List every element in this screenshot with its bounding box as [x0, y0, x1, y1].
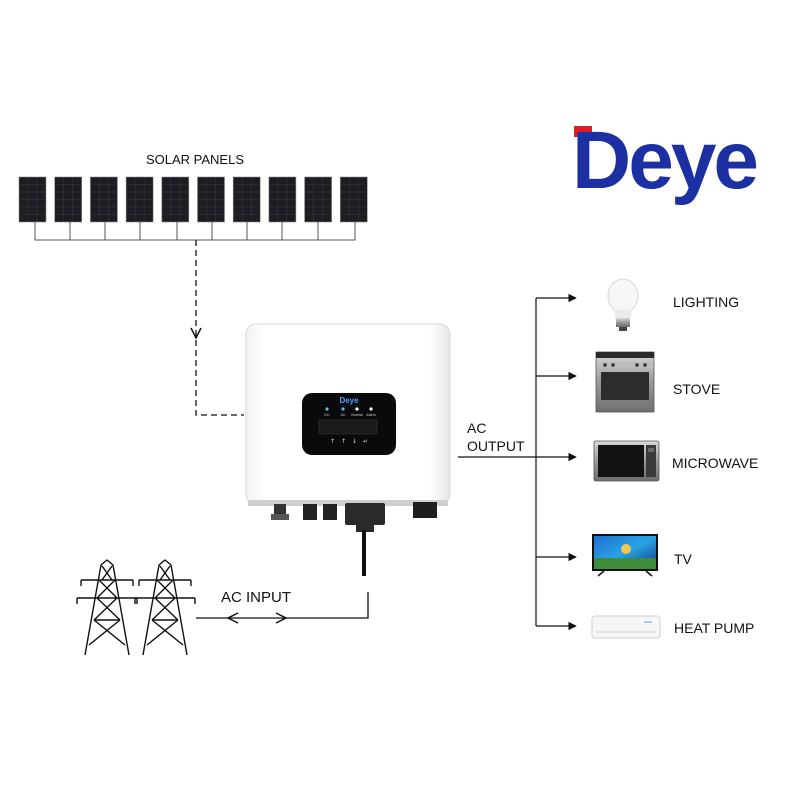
- inverter-logo: Deye: [339, 396, 359, 405]
- brand-logo: Deye: [572, 115, 759, 206]
- load-label-heat-pump: HEAT PUMP: [674, 620, 754, 636]
- svg-text:↑: ↑: [341, 438, 346, 445]
- ac-output-label-line1: AC: [467, 420, 486, 436]
- load-label-lighting: LIGHTING: [673, 294, 739, 310]
- solar-panel: [90, 176, 118, 223]
- ac-output-label-line2: OUTPUT: [467, 438, 525, 454]
- panel-bus-wiring: [34, 222, 356, 241]
- solar-panel: [54, 176, 83, 223]
- ac-output-wiring: [458, 293, 577, 631]
- svg-text:↓: ↓: [352, 438, 357, 445]
- light-bulb-icon: [607, 278, 639, 331]
- indicator-label: AC: [341, 413, 346, 417]
- ac-input-wiring: [196, 530, 369, 624]
- brand-logo-dot: [574, 126, 592, 137]
- solar-panel: [161, 176, 190, 223]
- solar-panel: [268, 176, 297, 223]
- tv-icon: [592, 534, 658, 577]
- power-pylon-icon: [134, 559, 196, 656]
- indicator-label: Normal: [351, 413, 363, 417]
- solar-panel: [304, 176, 332, 223]
- solar-panel-array: [18, 176, 368, 223]
- load-label-stove: STOVE: [673, 381, 720, 397]
- solar-panel: [339, 176, 368, 223]
- svg-text:↵: ↵: [363, 438, 368, 445]
- load-label-tv: TV: [674, 551, 693, 567]
- indicator-label: DC: [324, 413, 330, 417]
- microwave-icon: [593, 440, 660, 482]
- power-pylon-icon: [76, 559, 138, 656]
- indicator-label: Alarm: [366, 413, 375, 417]
- dc-arrow-icon: [190, 327, 202, 340]
- solar-panel: [125, 176, 154, 223]
- dc-connection-line: [195, 240, 244, 416]
- svg-text:↑: ↑: [330, 438, 335, 445]
- solar-panel: [232, 176, 261, 223]
- heat-pump-icon: [591, 615, 661, 639]
- power-pylons: [76, 559, 196, 656]
- load-label-microwave: MICROWAVE: [672, 455, 758, 471]
- solar-panels-label: SOLAR PANELS: [146, 152, 244, 167]
- solar-panel: [197, 176, 225, 223]
- ac-input-label: AC INPUT: [221, 589, 291, 606]
- stove-icon: [595, 351, 655, 413]
- solar-panel: [18, 176, 47, 223]
